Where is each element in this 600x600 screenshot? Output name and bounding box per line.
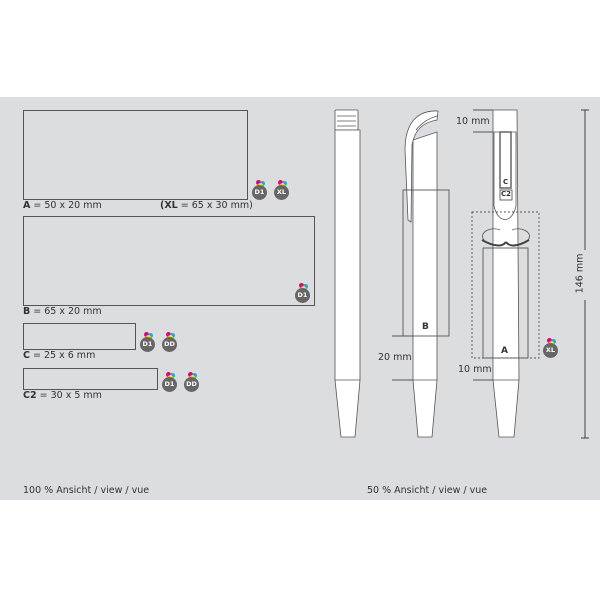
print-method-badge-dd: DD bbox=[162, 332, 177, 352]
caption-half-scale: 50 % Ansicht / view / vue bbox=[367, 485, 488, 496]
label-a-on-pen: A bbox=[501, 346, 508, 356]
pen-front-view bbox=[334, 109, 361, 438]
print-method-badge-xl: XL bbox=[543, 338, 558, 358]
badge-label: DD bbox=[184, 377, 199, 392]
label-b-on-pen: B bbox=[422, 322, 429, 332]
print-area-c bbox=[23, 323, 136, 350]
area-a-label: A = 50 x 20 mm bbox=[23, 200, 102, 211]
area-b-on-pen bbox=[402, 189, 450, 337]
label-c-on-pen: C bbox=[503, 178, 509, 186]
area-b-label: B = 65 x 20 mm bbox=[23, 306, 102, 317]
area-xl-label: (XL = 65 x 30 mm) bbox=[160, 200, 253, 211]
ink-dot-icon bbox=[547, 338, 552, 343]
dim-a-offset: 10 mm bbox=[458, 364, 492, 375]
dim-b-offset: 20 mm bbox=[378, 352, 412, 363]
area-xl-on-pen bbox=[471, 211, 540, 359]
area-c-on-pen bbox=[499, 131, 512, 189]
pen-side-view bbox=[404, 110, 439, 438]
area-c2-label: C2 = 30 x 5 mm bbox=[23, 390, 102, 401]
ink-dot-icon bbox=[188, 372, 193, 377]
ink-dot-icon bbox=[144, 332, 149, 337]
print-method-badge-d1: D1 bbox=[162, 372, 177, 392]
dim-top-clip: 10 mm bbox=[456, 116, 490, 127]
area-a-on-pen bbox=[482, 247, 529, 359]
ink-dot-icon bbox=[256, 180, 261, 185]
print-method-badge-d1: D1 bbox=[295, 283, 310, 303]
badge-label: XL bbox=[274, 185, 289, 200]
badge-label: XL bbox=[543, 343, 558, 358]
area-c-label: C = 25 x 6 mm bbox=[23, 350, 96, 361]
area-c2-on-pen bbox=[499, 189, 513, 201]
print-area-c2 bbox=[23, 368, 158, 390]
ink-dot-icon bbox=[299, 283, 304, 288]
badge-label: D1 bbox=[295, 288, 310, 303]
print-method-badge-dd: DD bbox=[184, 372, 199, 392]
print-area-b bbox=[23, 216, 315, 306]
badge-label: D1 bbox=[252, 185, 267, 200]
print-area-a bbox=[23, 110, 248, 200]
label-c2-on-pen: C2 bbox=[501, 190, 512, 198]
ink-dot-icon bbox=[166, 332, 171, 337]
caption-full-scale: 100 % Ansicht / view / vue bbox=[23, 485, 150, 496]
print-method-badge-xl: XL bbox=[274, 180, 289, 200]
badge-label: D1 bbox=[140, 337, 155, 352]
print-method-badge-d1: D1 bbox=[140, 332, 155, 352]
ink-dot-icon bbox=[166, 372, 171, 377]
ink-dot-icon bbox=[278, 180, 283, 185]
print-method-badge-d1: D1 bbox=[252, 180, 267, 200]
badge-label: D1 bbox=[162, 377, 177, 392]
pen-back-view bbox=[482, 109, 530, 438]
badge-label: DD bbox=[162, 337, 177, 352]
dim-total-length: 146 mm bbox=[574, 253, 586, 294]
